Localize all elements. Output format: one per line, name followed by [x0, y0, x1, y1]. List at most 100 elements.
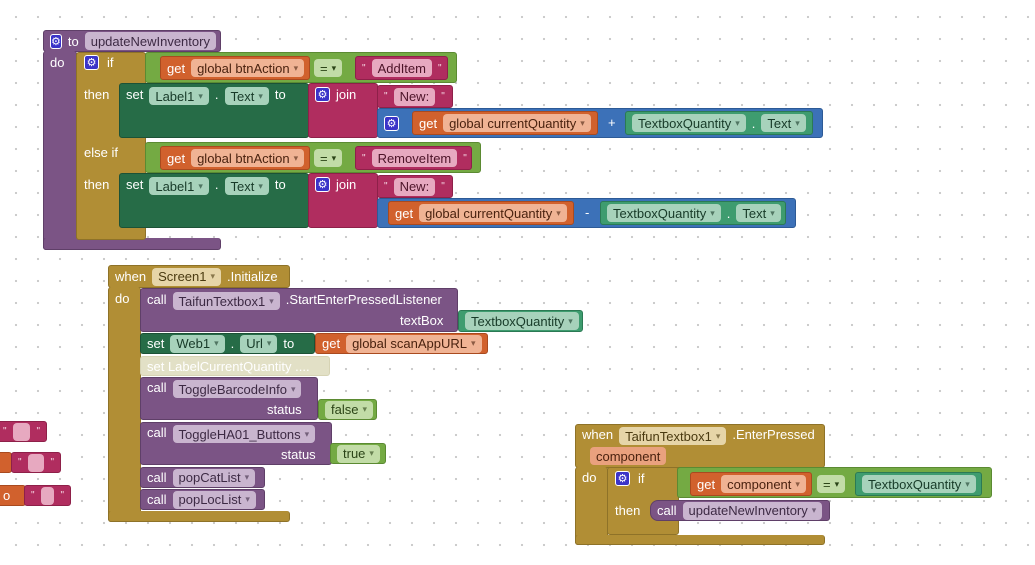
boolean-block[interactable]: true▾	[330, 443, 386, 464]
boolean-dropdown[interactable]: true▾	[337, 444, 380, 463]
to-label: to	[274, 177, 286, 192]
procedure-dropdown[interactable]: popCatList▾	[172, 468, 256, 487]
text-block-fragment[interactable]: ""	[24, 485, 71, 506]
gear-icon[interactable]: ⚙	[315, 177, 330, 192]
procedure-footer	[43, 238, 221, 250]
then-label: then	[615, 503, 641, 518]
procedure-dropdown[interactable]: ToggleHA01_Buttons▾	[172, 425, 316, 443]
text-block[interactable]: "AddItem"	[355, 56, 448, 80]
component-block[interactable]: TextboxQuantity▾	[458, 310, 583, 332]
if-label: if	[638, 471, 645, 486]
get-variable-block[interactable]: get global currentQuantity▾	[388, 201, 574, 225]
variable-dropdown[interactable]: global currentQuantity▾	[443, 114, 591, 132]
call-label: call	[657, 503, 677, 518]
gear-icon[interactable]: ⚙	[84, 55, 99, 70]
disabled-set-block[interactable]: set LabelCurrentQuantity ....	[140, 356, 330, 376]
component-dropdown[interactable]: Web1▾	[170, 334, 225, 353]
operator-dropdown[interactable]: = ▾	[314, 149, 343, 167]
procedure-body: do	[43, 51, 77, 250]
then-label: then	[84, 177, 110, 192]
component-dropdown[interactable]: TextboxQuantity▾	[632, 114, 746, 132]
gear-icon[interactable]: ⚙	[315, 87, 330, 102]
text-field[interactable]: New:	[393, 177, 436, 196]
variable-dropdown[interactable]: global currentQuantity▾	[419, 204, 567, 222]
text-block[interactable]: "New:"	[377, 175, 453, 198]
then-label: then	[84, 87, 110, 102]
get-variable-block[interactable]: get global btnAction▾	[160, 56, 310, 80]
property-dropdown[interactable]: Text▾	[736, 204, 781, 222]
component-dropdown[interactable]: Label1▾	[149, 177, 209, 195]
boolean-block[interactable]: false▾	[318, 399, 377, 420]
call-procedure-block[interactable]: call updateNewInventory▾	[650, 500, 830, 521]
do-label: do	[115, 291, 130, 306]
get-label: get	[395, 205, 414, 221]
component-dropdown[interactable]: Screen1▾	[152, 267, 222, 286]
variable-dropdown[interactable]: component▾	[721, 475, 806, 493]
component-dropdown[interactable]: Label1▾	[149, 87, 209, 105]
procedure-dropdown[interactable]: updateNewInventory▾	[682, 501, 823, 520]
property-dropdown[interactable]: Text▾	[224, 87, 269, 105]
arg-label: textBox	[400, 313, 444, 328]
text-block[interactable]: "RemoveItem"	[355, 146, 472, 170]
gear-icon[interactable]: ⚙	[615, 471, 630, 486]
gear-icon[interactable]: ⚙	[50, 33, 62, 49]
component-property-block[interactable]: TextboxQuantity▾.Text▾	[600, 201, 786, 225]
set-block-fragment[interactable]: o	[0, 485, 26, 506]
get-variable-block[interactable]: get global scanAppURL▾	[315, 333, 488, 354]
property-dropdown[interactable]: Url▾	[240, 334, 278, 353]
procedure-header[interactable]: ⚙ to updateNewInventory	[43, 30, 221, 52]
component-dropdown[interactable]: TaifunTextbox1▾	[172, 292, 280, 310]
minus-operator: -	[585, 205, 590, 220]
call-label: call	[147, 492, 167, 507]
get-variable-block[interactable]: get global btnAction▾	[160, 146, 310, 170]
do-label: do	[50, 55, 65, 70]
text-field[interactable]: RemoveItem	[371, 149, 458, 167]
call-procedure-block[interactable]: call popLocList▾	[140, 489, 265, 510]
event-parameter[interactable]: component	[590, 447, 667, 465]
plus-operator: +	[608, 115, 616, 130]
text-field[interactable]: AddItem	[371, 59, 432, 77]
text-block-fragment[interactable]: ""	[11, 452, 61, 473]
component-dropdown[interactable]: TextboxQuantity▾	[607, 204, 721, 222]
boolean-dropdown[interactable]: false▾	[325, 400, 373, 419]
property-dropdown[interactable]: Text▾	[224, 177, 269, 195]
call-method-block[interactable]: call TaifunTextbox1▾ .StartEnterPressedLis…	[140, 288, 458, 332]
collapsed-block-label: set LabelCurrentQuantity ....	[147, 358, 310, 374]
component-property-block[interactable]: TextboxQuantity▾.Text▾	[625, 111, 813, 135]
set-label: set	[126, 177, 144, 192]
get-label: get	[322, 336, 341, 351]
text-block[interactable]: "New:"	[377, 85, 453, 108]
method-name: .StartEnterPressedListener	[285, 292, 442, 307]
variable-dropdown[interactable]: global btnAction▾	[191, 59, 305, 77]
call-label: call	[147, 292, 167, 307]
component-dropdown[interactable]: TextboxQuantity▾	[465, 312, 579, 330]
procedure-dropdown[interactable]: popLocList▾	[172, 490, 256, 509]
get-label: get	[167, 60, 186, 76]
join-block[interactable]: ⚙join	[308, 173, 378, 228]
operator-dropdown[interactable]: = ▾	[817, 475, 846, 493]
variable-dropdown[interactable]: global scanAppURL▾	[346, 334, 482, 353]
procedure-name-field[interactable]: updateNewInventory	[84, 32, 216, 50]
operator-dropdown[interactable]: = ▾	[314, 59, 343, 77]
property-dropdown[interactable]: Text▾	[761, 114, 806, 132]
text-block-fragment[interactable]: ""	[0, 421, 47, 442]
procedure-dropdown[interactable]: ToggleBarcodeInfo▾	[172, 380, 302, 398]
component-block[interactable]: TextboxQuantity▾	[855, 472, 982, 496]
get-label: get	[167, 150, 186, 166]
join-block[interactable]: ⚙join	[308, 83, 378, 138]
to-label: to	[67, 33, 79, 49]
text-field[interactable]: New:	[393, 87, 436, 106]
gear-icon[interactable]: ⚙	[384, 115, 399, 131]
variable-dropdown[interactable]: global btnAction▾	[191, 149, 305, 167]
component-dropdown[interactable]: TextboxQuantity▾	[862, 475, 976, 493]
component-dropdown[interactable]: TaifunTextbox1▾	[619, 427, 727, 445]
dot: .	[214, 87, 219, 102]
